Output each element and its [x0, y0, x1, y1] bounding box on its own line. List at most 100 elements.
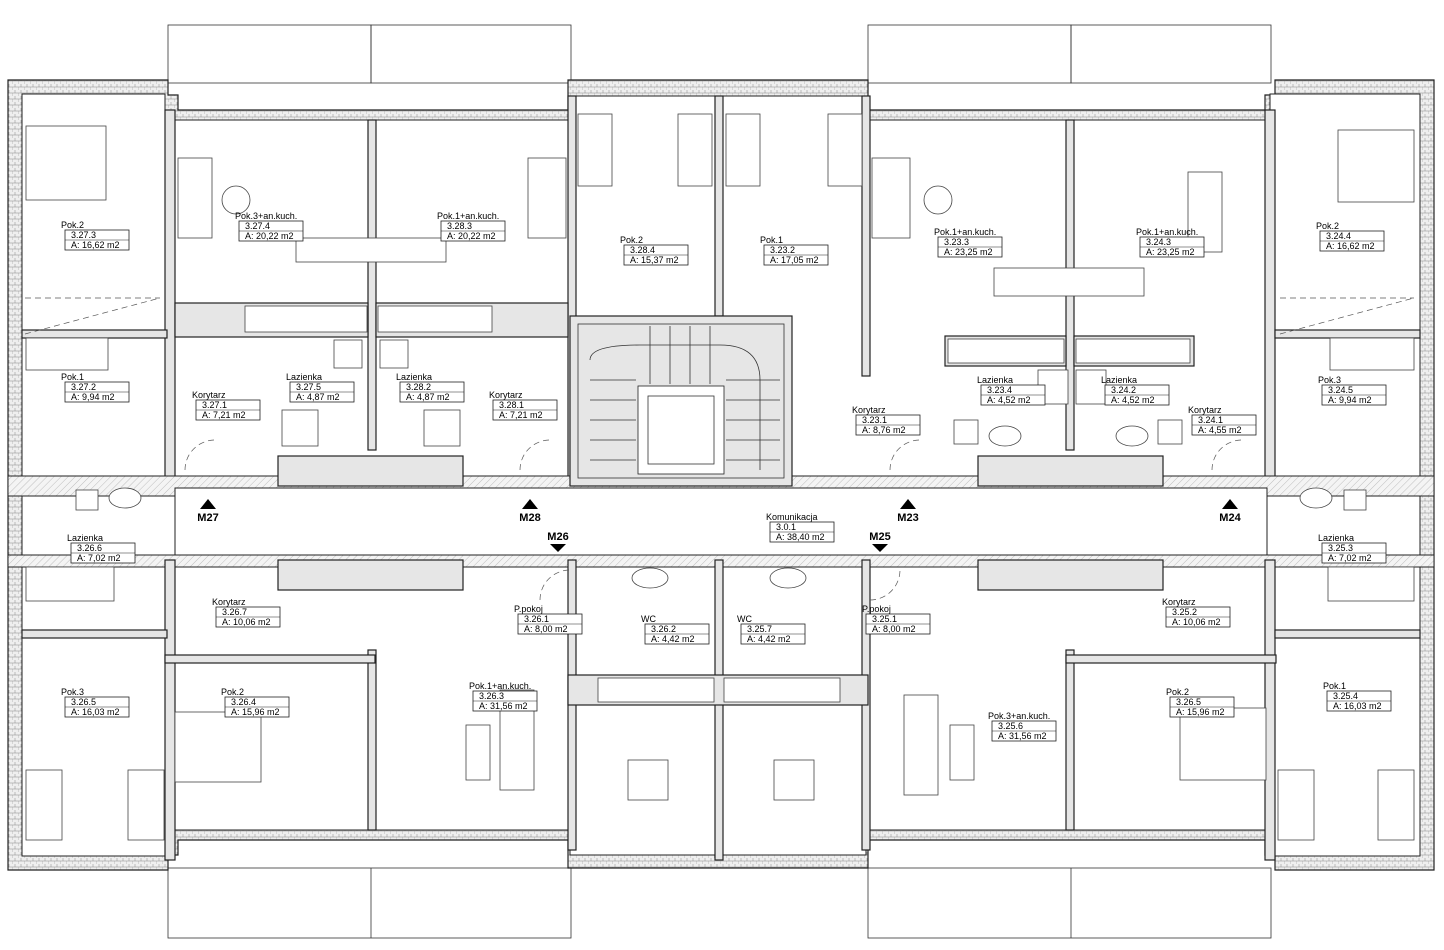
marker-label: M25 [869, 531, 890, 543]
room-labels: Pok.23.27.3A: 16,62 m2Pok.3+an.kuch.3.27… [61, 211, 1392, 742]
room-number: 3.26.6 [77, 543, 102, 553]
room-name: Lazienka [67, 533, 103, 543]
room-label: Pok.1+an.kuch.3.26.3A: 31,56 m2 [469, 681, 538, 712]
room-name: Korytarz [852, 405, 886, 415]
triangle-up-icon [900, 499, 916, 509]
room-number: 3.25.6 [998, 721, 1023, 731]
room-label: WC3.25.7A: 4,42 m2 [737, 614, 806, 645]
room-number: 3.23.4 [987, 385, 1012, 395]
room-name: Pok.1 [61, 372, 84, 382]
room-number: 3.24.3 [1146, 237, 1171, 247]
room-label: Pok.33.26.5A: 16,03 m2 [61, 687, 130, 718]
room-name: Lazienka [396, 372, 432, 382]
room-number: 3.24.1 [1198, 415, 1223, 425]
dining-tables [221, 185, 1145, 801]
triangle-up-icon [1222, 499, 1238, 509]
room-number: 3.27.4 [245, 221, 270, 231]
room-area: A: 7,02 m2 [1328, 553, 1372, 563]
room-area: A: 15,37 m2 [630, 255, 679, 265]
room-number: 3.25.3 [1328, 543, 1353, 553]
marker-label: M23 [897, 512, 918, 524]
room-name: Korytarz [212, 597, 246, 607]
room-area: A: 4,87 m2 [296, 392, 340, 402]
room-area: A: 9,94 m2 [1328, 395, 1372, 405]
room-number: 3.27.1 [202, 400, 227, 410]
room-name: Korytarz [1162, 597, 1196, 607]
section-marker-m28: M28 [519, 499, 541, 524]
room-area: A: 15,96 m2 [231, 707, 280, 717]
room-name: Pok.3 [61, 687, 84, 697]
marker-label: M26 [547, 531, 568, 543]
room-area: A: 9,94 m2 [71, 392, 115, 402]
room-label: Pok.3+an.kuch.3.27.4A: 20,22 m2 [235, 211, 304, 242]
room-area: A: 38,40 m2 [776, 532, 825, 542]
kitchen-counters [244, 305, 1191, 703]
room-label: Pok.1+an.kuch.3.28.3A: 20,22 m2 [437, 211, 506, 242]
room-label: Pok.23.28.4A: 15,37 m2 [620, 235, 689, 266]
room-number: 3.0.1 [776, 522, 796, 532]
room-number: 3.28.3 [447, 221, 472, 231]
room-number: 3.23.3 [944, 237, 969, 247]
room-number: 3.28.1 [499, 400, 524, 410]
room-name: Lazienka [286, 372, 322, 382]
room-number: 3.23.1 [862, 415, 887, 425]
room-label: Pok.13.27.2A: 9,94 m2 [61, 372, 130, 403]
door-swings [24, 297, 1415, 601]
room-area: A: 17,05 m2 [770, 255, 819, 265]
room-number: 3.27.3 [71, 230, 96, 240]
room-name: P.pokoj [514, 604, 543, 614]
room-area: A: 4,52 m2 [1111, 395, 1155, 405]
room-label: Pok.23.24.4A: 16,62 m2 [1316, 221, 1385, 252]
room-name: WC [737, 614, 752, 624]
room-area: A: 4,87 m2 [406, 392, 450, 402]
room-area: A: 23,25 m2 [1146, 247, 1195, 257]
room-area: A: 16,62 m2 [71, 240, 120, 250]
room-name: Korytarz [192, 390, 226, 400]
room-number: 3.26.5 [1176, 697, 1201, 707]
room-name: Pok.2 [620, 235, 643, 245]
bathroom-fixtures [75, 339, 1367, 589]
room-name: Lazienka [1101, 375, 1137, 385]
room-name: Pok.2 [61, 220, 84, 230]
room-number: 3.28.2 [406, 382, 431, 392]
room-area: A: 4,55 m2 [1198, 425, 1242, 435]
room-number: 3.23.2 [770, 245, 795, 255]
room-name: Pok.1+an.kuch. [469, 681, 531, 691]
room-label: Pok.1+an.kuch.3.23.3A: 23,25 m2 [934, 227, 1003, 258]
room-name: Pok.2 [221, 687, 244, 697]
room-number: 3.26.7 [222, 607, 247, 617]
room-area: A: 20,22 m2 [245, 231, 294, 241]
room-name: Lazienka [1318, 533, 1354, 543]
stair-core [569, 315, 793, 487]
room-area: A: 15,96 m2 [1176, 707, 1225, 717]
room-area: A: 20,22 m2 [447, 231, 496, 241]
section-marker-m24: M24 [1219, 499, 1242, 524]
room-name: Pok.3+an.kuch. [235, 211, 297, 221]
room-label: Pok.13.25.4A: 16,03 m2 [1323, 681, 1392, 712]
section-marker-m26: M26 [547, 531, 569, 552]
triangle-up-icon [522, 499, 538, 509]
section-marker-m23: M23 [897, 499, 919, 524]
room-name: Korytarz [1188, 405, 1222, 415]
room-name: Pok.1+an.kuch. [1136, 227, 1198, 237]
room-label: Pok.23.26.5A: 15,96 m2 [1166, 687, 1235, 718]
room-number: 3.26.3 [479, 691, 504, 701]
room-number: 3.26.2 [651, 624, 676, 634]
room-label: Pok.13.23.2A: 17,05 m2 [760, 235, 829, 266]
room-label: WC3.26.2A: 4,42 m2 [641, 614, 710, 645]
